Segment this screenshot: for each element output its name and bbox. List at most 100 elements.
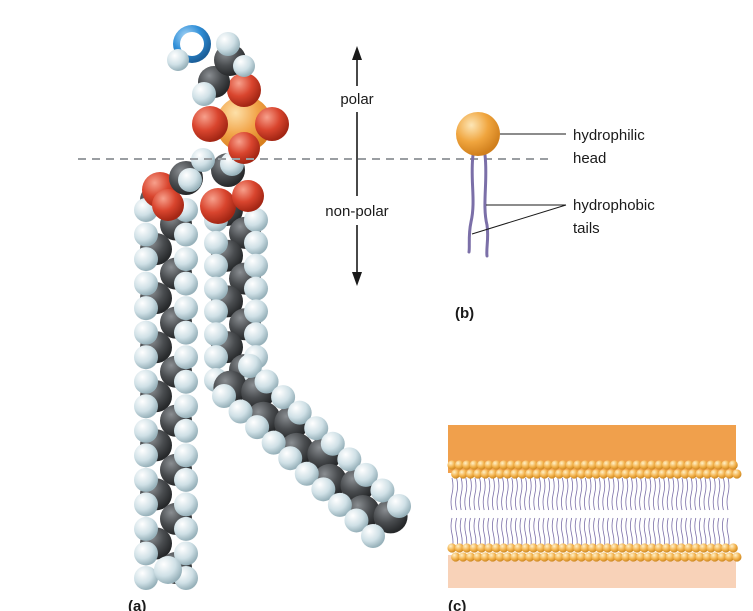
bilayer-head — [510, 469, 520, 479]
bilayer-head — [473, 552, 483, 562]
bilayer-head — [488, 552, 498, 562]
bilayer-tail-upper — [524, 477, 527, 511]
hydrogen-atom — [174, 369, 198, 394]
bilayer-head — [484, 543, 494, 553]
oxygen-atom — [152, 189, 184, 221]
hydrogen-atom — [294, 461, 319, 486]
bilayer-head — [591, 552, 601, 562]
hydrogen-atom — [370, 478, 395, 503]
bilayer-head — [699, 543, 709, 553]
bilayer-tail-upper — [648, 477, 652, 511]
bilayer-tail-upper — [689, 477, 693, 511]
hydrogen-atom — [244, 208, 268, 232]
bilayer-head — [647, 543, 657, 553]
bilayer-tail-upper — [602, 477, 606, 511]
hydrophobic-label-line2: tails — [573, 220, 600, 237]
bilayer-head — [565, 543, 576, 553]
hydrogen-atom — [204, 253, 228, 278]
hydrogen-atom — [204, 322, 228, 347]
bilayer-head — [662, 543, 672, 553]
hydrogen-atom — [174, 271, 198, 296]
bilayer-tail-upper — [574, 477, 578, 511]
bilayer-head — [728, 460, 738, 470]
bilayer-head — [536, 543, 546, 553]
bilayer-tail-upper — [515, 477, 518, 511]
bilayer-head — [710, 469, 720, 479]
bilayer-heads — [447, 460, 742, 562]
bilayer-tail-upper — [505, 477, 509, 511]
bilayer-tail-upper — [625, 477, 629, 511]
bilayer-head — [691, 460, 701, 470]
bilayer-head — [713, 543, 724, 553]
bilayer-head — [562, 469, 572, 479]
hydrogen-atom — [233, 55, 255, 77]
space-filling-molecule — [134, 25, 411, 590]
bilayer-head — [528, 460, 539, 470]
bilayer-head — [588, 460, 598, 470]
bilayer-head — [732, 552, 742, 562]
hydrogen-atom — [167, 49, 189, 71]
bilayer-head — [510, 552, 520, 562]
hydrogen-atom — [361, 524, 385, 548]
bilayer-head — [643, 552, 653, 562]
bilayer-head — [687, 469, 698, 479]
bilayer-head — [469, 460, 479, 470]
bilayer-head — [580, 460, 590, 470]
bilayer-head — [543, 460, 553, 470]
bilayer-head — [684, 460, 694, 470]
hydrogen-atom — [261, 430, 286, 455]
hydrogen-atom — [174, 320, 198, 345]
bilayer-tail-upper — [680, 477, 684, 511]
bilayer-head — [565, 460, 576, 470]
bilayer-head — [702, 469, 712, 479]
hydrogen-atom — [178, 168, 202, 192]
bilayer-head — [610, 460, 620, 470]
bilayer-tail-upper — [666, 477, 670, 511]
bilayer-tail-upper — [482, 477, 486, 511]
bilayer-tail-upper — [455, 477, 458, 511]
bilayer-tail-upper — [712, 477, 716, 511]
bilayer-head — [628, 552, 638, 562]
hydrogen-atom — [134, 369, 158, 394]
bilayer-head — [514, 460, 524, 470]
hydrogen-atom — [337, 447, 362, 472]
bilayer-head — [665, 552, 675, 562]
hydrogen-atom — [204, 230, 228, 255]
bilayer-head — [650, 552, 661, 562]
bilayer-head — [606, 552, 616, 562]
hydrogen-atom — [174, 418, 198, 443]
bilayer-tail-upper — [487, 477, 491, 511]
hydrogen-atom — [134, 394, 158, 419]
bilayer-head — [680, 469, 690, 479]
bilayer-head — [687, 552, 698, 562]
hydrogen-atom — [244, 253, 268, 278]
bilayer-head — [499, 543, 509, 553]
bilayer-head — [521, 543, 531, 553]
bilayer-head — [710, 552, 720, 562]
bilayer-head — [495, 469, 505, 479]
bilayer-head — [488, 469, 498, 479]
bilayer-tail-upper — [630, 477, 633, 511]
schematic-head-ball — [456, 112, 500, 156]
bilayer-tail-upper — [593, 477, 596, 511]
bilayer-head — [610, 543, 620, 553]
hydrophobic-label-line1: hydrophobic — [573, 197, 655, 214]
bilayer-head — [632, 460, 642, 470]
bilayer-head — [462, 543, 472, 553]
bilayer-head — [717, 552, 727, 562]
hydrogen-atom — [154, 556, 182, 584]
bilayer-head — [514, 543, 524, 553]
hydrogen-atom — [134, 516, 158, 541]
lipid-bilayer — [447, 425, 742, 588]
hydrogen-atom — [304, 416, 329, 441]
bilayer-head — [724, 469, 735, 479]
nonpolar-arrow — [352, 225, 362, 286]
bilayer-head — [625, 460, 635, 470]
bilayer-head — [721, 460, 731, 470]
bilayer-tail-upper — [473, 477, 477, 511]
bilayer-head — [547, 552, 557, 562]
bilayer-head — [613, 552, 624, 562]
bilayer-head — [658, 552, 668, 562]
bilayer-head — [621, 552, 631, 562]
bilayer-head — [665, 469, 675, 479]
